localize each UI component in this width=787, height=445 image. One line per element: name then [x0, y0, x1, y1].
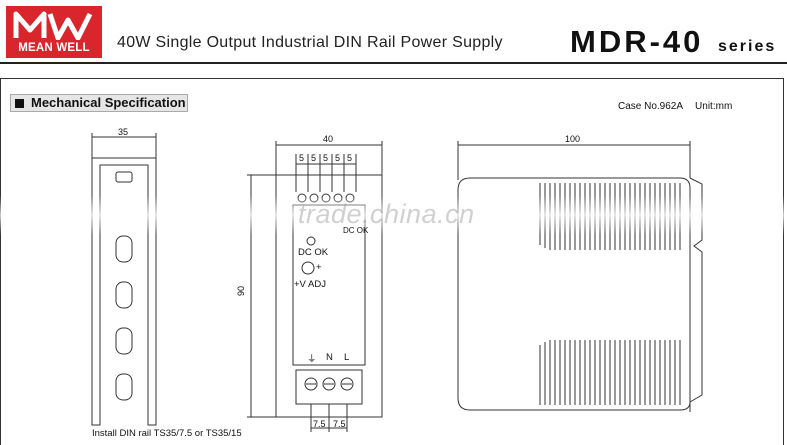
dim-pin-spacing-2: 5: [311, 153, 317, 163]
dim-pin-spacing-1: 5: [299, 153, 305, 163]
side-view-drawing: [457, 141, 703, 412]
model-name: MDR-40: [570, 24, 704, 59]
dim-side-depth: 100: [565, 134, 581, 144]
dim-pin-spacing-3: 5: [323, 153, 329, 163]
case-info: Case No.962A Unit:mm: [618, 101, 732, 112]
dim-pin-spacing-4: 5: [335, 153, 341, 163]
dim-terminal-spacing-1: 7.5: [313, 419, 326, 429]
ground-icon: ⏚: [307, 354, 317, 365]
dim-terminal-spacing-2: 7.5: [333, 419, 346, 429]
dc-ok-label: DC OK: [298, 247, 329, 258]
v-adj-label: +V ADJ: [294, 279, 326, 290]
case-number: Case No.962A: [618, 101, 684, 112]
neutral-label: N: [326, 352, 333, 363]
series-label: series: [718, 38, 777, 55]
section-header: Mechanical Specification: [10, 94, 188, 112]
dim-front-width: 40: [323, 134, 334, 144]
section-bullet-icon: [15, 99, 24, 108]
adj-plus-label: +: [316, 262, 322, 273]
din-rail-drawing: [91, 133, 157, 426]
watermark: trade.china.cn: [298, 199, 475, 229]
header: MEAN WELL 40W Single Output Industrial D…: [0, 0, 787, 64]
header-divider: [0, 62, 787, 64]
dim-pin-spacing-5: 5: [347, 153, 353, 163]
dim-height: 90: [236, 285, 247, 297]
dim-rail-width: 35: [118, 127, 129, 137]
install-note: Install DIN rail TS35/7.5 or TS35/15: [92, 428, 242, 439]
vent-slots-bottom: [539, 340, 681, 405]
led-label-top: DC OK: [343, 226, 369, 235]
line-label: L: [344, 352, 350, 363]
watermark-band: [0, 195, 787, 235]
logo-text: MEAN WELL: [6, 40, 102, 56]
spec-frame: [0, 78, 784, 445]
product-subtitle: 40W Single Output Industrial DIN Rail Po…: [117, 34, 503, 51]
unit-label: Unit:mm: [695, 101, 733, 112]
section-title: Mechanical Specification: [31, 95, 186, 110]
